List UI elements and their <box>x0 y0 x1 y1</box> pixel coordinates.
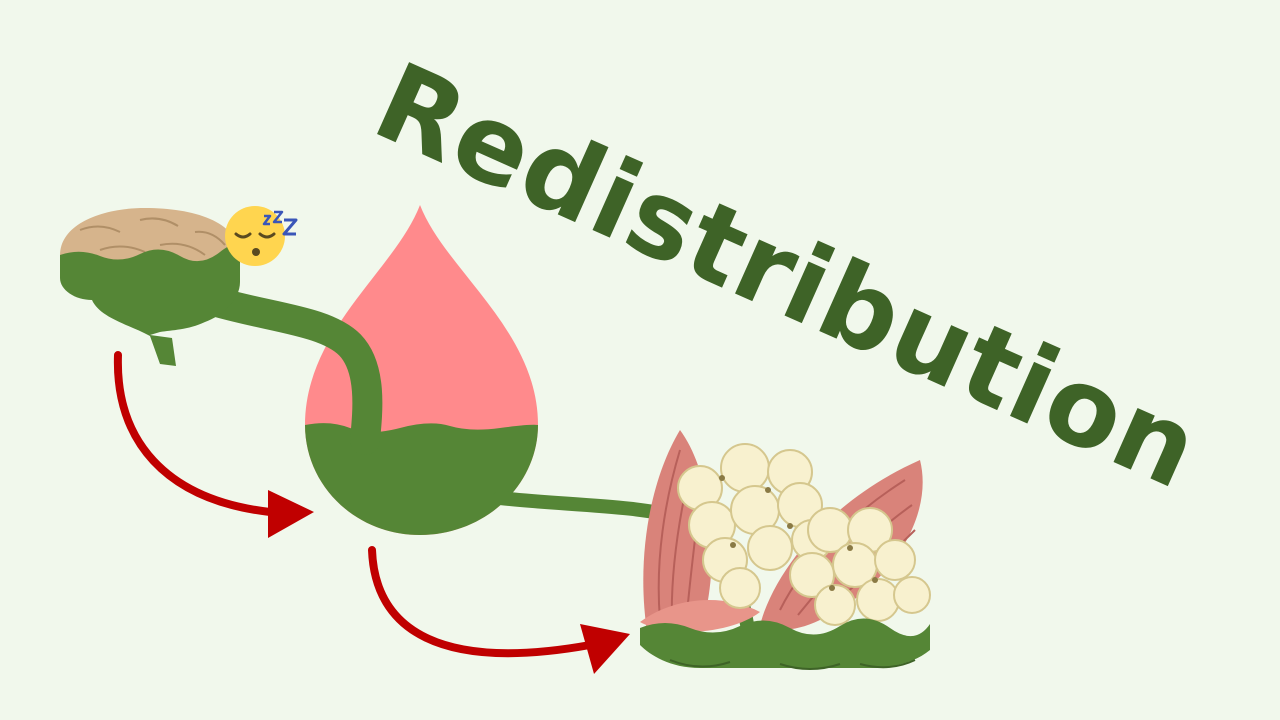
brain-to-blood-tube <box>195 285 383 455</box>
curved-arrow-icon <box>113 351 314 538</box>
fat-cells-icon <box>677 443 931 626</box>
blood-drop-icon <box>305 205 538 535</box>
curved-arrow-icon <box>368 546 630 674</box>
sleeping-face-icon <box>225 206 298 266</box>
tissue-base <box>640 618 930 668</box>
brain-icon <box>60 208 240 366</box>
